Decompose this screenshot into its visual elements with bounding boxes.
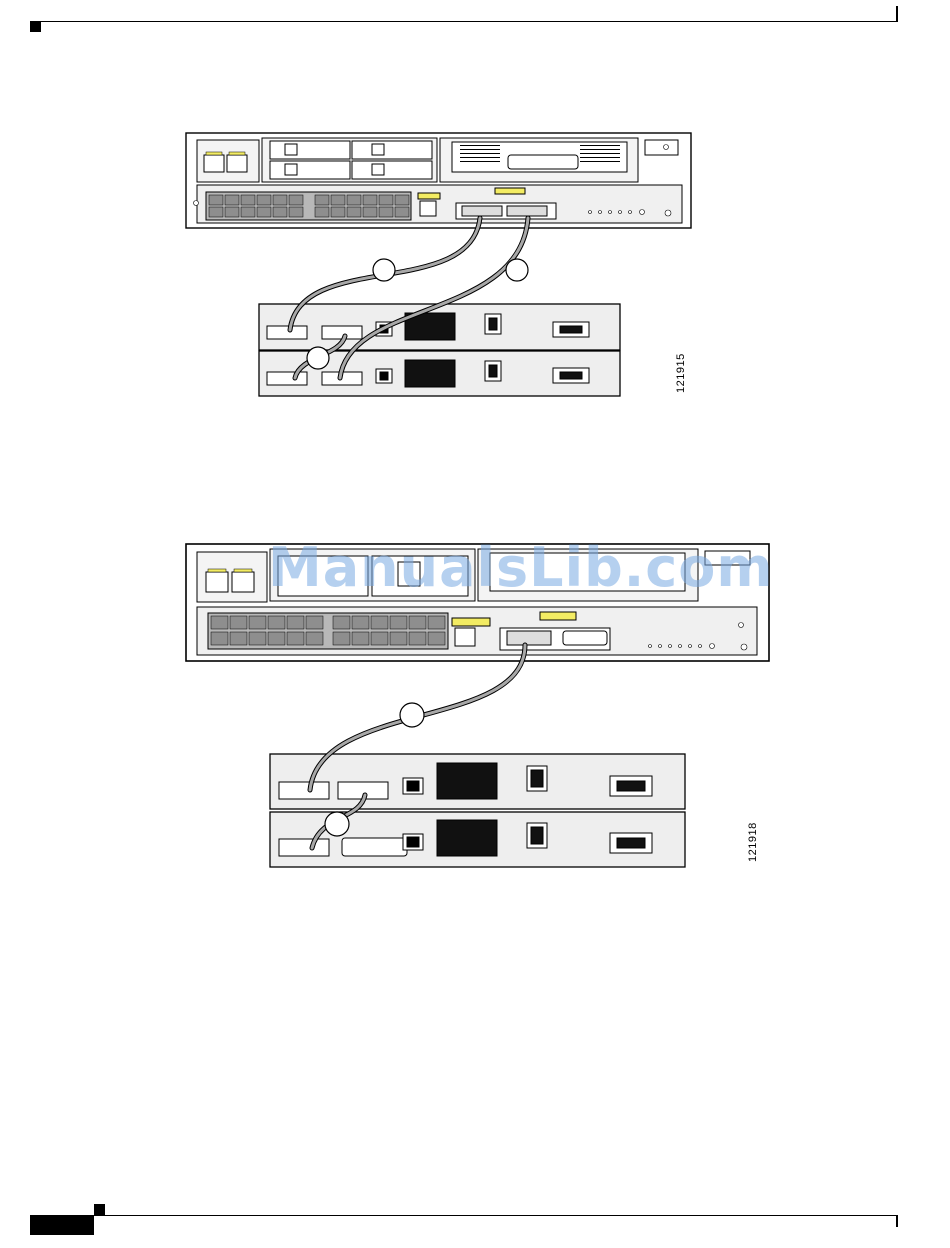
watermark-text: ManualsLib.com	[268, 536, 774, 599]
figure-1-appliance	[186, 133, 691, 228]
figure-2-id: 121918	[747, 822, 759, 862]
figure-1-diagram	[0, 0, 950, 420]
figure-1-callout-2	[506, 259, 528, 281]
figure-1-id: 121915	[675, 353, 687, 393]
figure-2-switch-upper	[270, 754, 685, 809]
footer-rule	[30, 1215, 898, 1216]
figure-1-switch-upper	[259, 304, 620, 350]
figure-1-callout-3	[307, 347, 329, 369]
figure-2-callout-2	[325, 812, 349, 836]
figure-2-callout-1	[400, 703, 424, 727]
footer-page-tab	[30, 1215, 94, 1235]
footer-corner-mark	[94, 1204, 105, 1215]
figure-1-callout-1	[373, 259, 395, 281]
footer-right-tick	[896, 1216, 898, 1227]
